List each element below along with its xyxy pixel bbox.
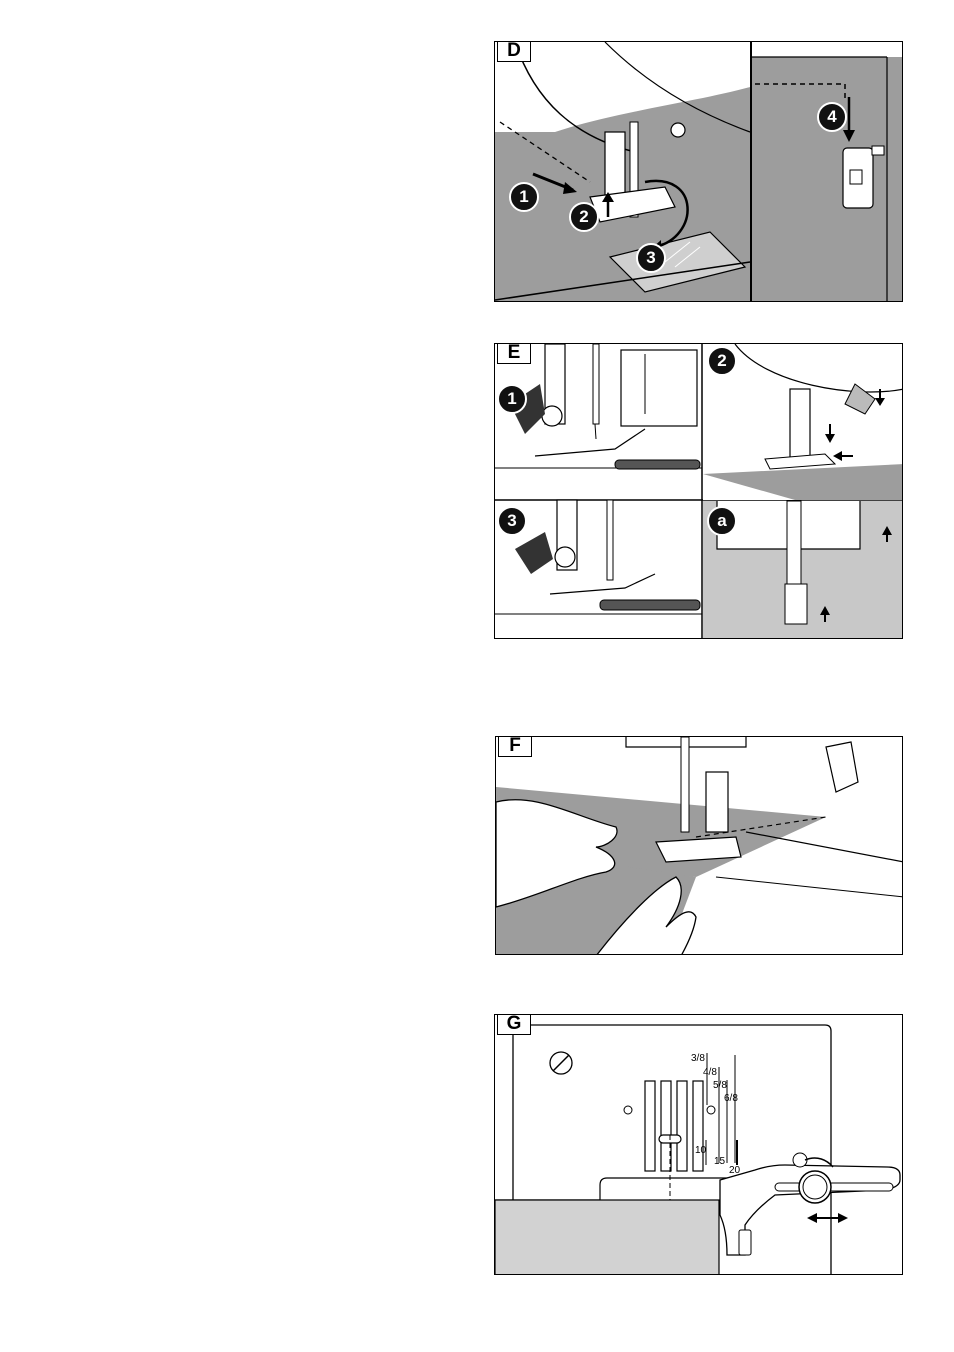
step-2-badge: 2 xyxy=(707,346,737,376)
figure-f-label: F xyxy=(498,736,532,757)
figure-d: D 1 2 3 4 xyxy=(494,41,903,302)
step-1-badge: 1 xyxy=(497,384,527,414)
step-2-badge: 2 xyxy=(569,202,599,232)
figure-g-label: G xyxy=(497,1014,531,1035)
figure-e-label: E xyxy=(497,343,531,364)
figure-g: G 3/8 4/8 5/8 xyxy=(494,1014,903,1275)
inch-mark-5-8: 5/8 xyxy=(713,1080,727,1091)
step-3-badge: 3 xyxy=(636,243,666,273)
step-1-badge: 1 xyxy=(509,182,539,212)
step-a-badge: a xyxy=(707,506,737,536)
figure-f-illustration xyxy=(496,737,903,955)
figure-e-illustration xyxy=(495,344,903,639)
step-4-badge: 4 xyxy=(817,102,847,132)
inch-mark-4-8: 4/8 xyxy=(703,1067,717,1078)
inch-mark-6-8: 6/8 xyxy=(724,1093,738,1104)
step-3-badge: 3 xyxy=(497,506,527,536)
mm-mark-15: 15 xyxy=(714,1156,725,1167)
figure-d-illustration xyxy=(495,42,903,302)
mm-mark-10: 10 xyxy=(695,1145,706,1156)
inch-mark-3-8: 3/8 xyxy=(691,1053,705,1064)
figure-d-label: D xyxy=(497,41,531,62)
figure-f: F xyxy=(495,736,903,955)
mm-mark-20: 20 xyxy=(729,1165,740,1176)
figure-e: E xyxy=(494,343,903,639)
